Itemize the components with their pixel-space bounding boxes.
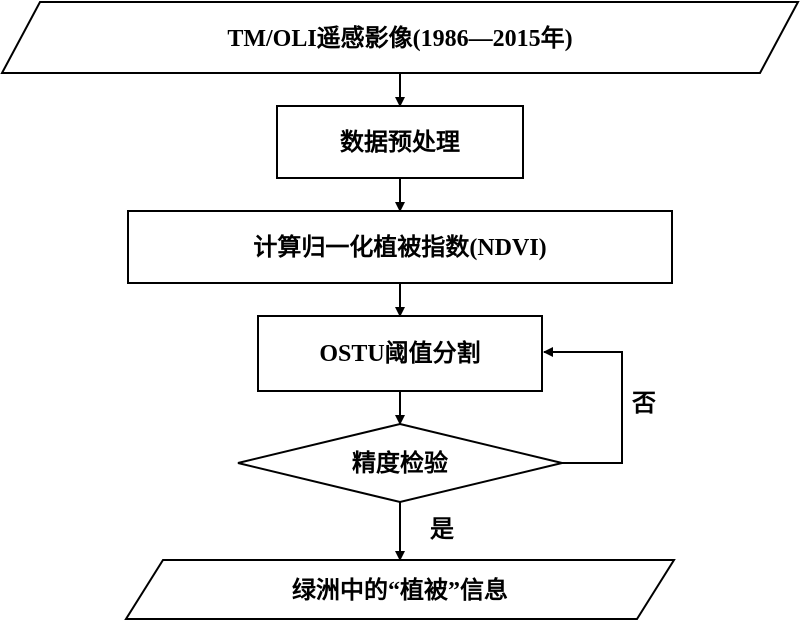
check-node: 精度检验 xyxy=(237,422,563,504)
output-label: 绿洲中的“植被”信息 xyxy=(292,576,508,604)
preprocess-box xyxy=(276,105,524,179)
check-label: 精度检验 xyxy=(352,449,448,477)
edge-yes-label: 是 xyxy=(430,517,454,543)
input-label: TM/OLI遥感影像(1986—2015年) xyxy=(227,24,572,52)
input-node: TM/OLI遥感影像(1986—2015年) xyxy=(0,1,800,74)
ndvi-box xyxy=(127,210,673,284)
otsu-box xyxy=(257,315,543,392)
edge-no-label: 否 xyxy=(631,391,656,417)
ndvi-node: 计算归一化植被指数(NDVI) xyxy=(127,210,673,284)
input-parallelogram xyxy=(0,1,800,74)
output-node: 绿洲中的“植被”信息 xyxy=(124,559,676,620)
ndvi-label: 计算归一化植被指数(NDVI) xyxy=(253,233,546,261)
preprocess-label: 数据预处理 xyxy=(340,129,460,156)
otsu-node: OSTU阈值分割 xyxy=(257,315,543,392)
otsu-label: OSTU阈值分割 xyxy=(319,339,480,367)
output-parallelogram xyxy=(124,559,676,620)
preprocess-node: 数据预处理 xyxy=(276,105,524,179)
edge-check-to-otsu xyxy=(543,347,623,464)
